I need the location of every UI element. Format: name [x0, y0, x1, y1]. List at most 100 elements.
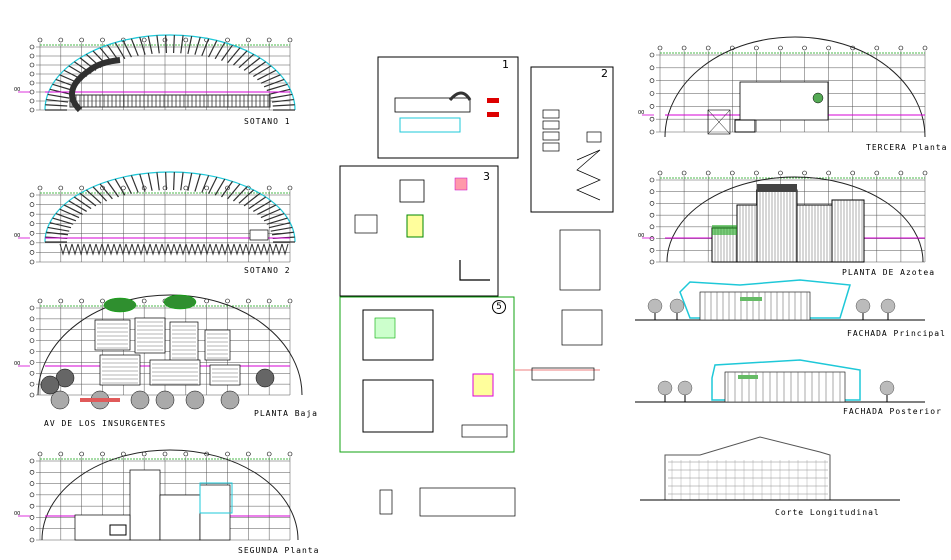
- void-outline: [199, 482, 233, 514]
- detail-box: [542, 109, 560, 119]
- room: [249, 229, 269, 241]
- tree: [880, 298, 896, 314]
- parking-stall: [165, 172, 168, 191]
- parking-stall: [59, 208, 80, 219]
- grid-bubble: [204, 185, 209, 191]
- detail-box: [354, 214, 378, 234]
- grid-bubble: [225, 451, 230, 457]
- grid-bubble: [649, 177, 655, 183]
- grid-bubble: [29, 469, 35, 475]
- grid-bubble: [29, 526, 35, 532]
- grid-bubble: [874, 45, 880, 51]
- parking-stall: [232, 186, 248, 202]
- parking-zigzag: [143, 243, 151, 256]
- parking-stall: [272, 104, 295, 107]
- parking-stall: [187, 36, 193, 54]
- grid-bubble: [29, 316, 35, 322]
- room-block: [74, 514, 131, 541]
- parking-stall: [122, 176, 132, 195]
- detail-number-2: 2: [601, 67, 608, 80]
- parking-stall: [73, 196, 92, 210]
- stair-detail: [576, 149, 601, 201]
- plan-sotano-2: 00: [14, 171, 296, 265]
- parking-stall: [130, 38, 139, 57]
- parking-stall: [147, 36, 153, 54]
- red-tag: [487, 112, 499, 117]
- label-sotano-1: SOTANO 1: [244, 117, 291, 126]
- grid-bubble: [29, 392, 35, 398]
- parking-stall: [85, 189, 102, 204]
- plan-sotano-1: 00: [14, 34, 296, 113]
- tree: [185, 390, 205, 410]
- tree: [50, 390, 70, 410]
- parking-stall: [180, 172, 184, 191]
- parking-zigzag: [251, 243, 259, 256]
- parking-stall: [172, 35, 175, 54]
- parking-stall: [248, 196, 267, 210]
- detail-sheet-5: [339, 296, 515, 453]
- parking-zigzag: [209, 243, 217, 256]
- grid-bubble: [29, 360, 35, 365]
- parking-stall: [139, 37, 146, 55]
- parking-stall: [46, 231, 69, 236]
- parking-zigzag: [59, 243, 67, 256]
- parking-stall: [253, 65, 272, 78]
- planter-green: [103, 297, 137, 313]
- grid-bubble: [37, 37, 43, 43]
- section-detail: [459, 260, 490, 281]
- canopy-outline: [711, 359, 861, 401]
- parking-stall: [257, 69, 277, 81]
- grid-bubble: [681, 170, 687, 176]
- grid-bubble: [287, 185, 293, 191]
- parking-stall: [227, 47, 241, 64]
- grid-bubble: [29, 381, 35, 387]
- parking-zigzag: [239, 243, 247, 256]
- section-detail: [531, 367, 595, 381]
- grid-bubble: [100, 451, 105, 457]
- grid-bubble: [898, 45, 904, 51]
- grid-bubble: [121, 185, 126, 191]
- grid-bubble: [649, 129, 655, 135]
- parking-stall: [214, 178, 226, 196]
- parking-stall: [165, 35, 168, 54]
- grid-bubble: [29, 71, 35, 77]
- grid-bubble: [266, 298, 272, 304]
- grid-bubble: [183, 185, 189, 191]
- parking-zigzag: [113, 243, 121, 256]
- grid-bubble: [58, 298, 64, 304]
- grid-bubble: [29, 62, 35, 68]
- grid-bubble: [705, 170, 711, 176]
- detail-sheet-2: [530, 66, 614, 213]
- tree: [155, 390, 175, 410]
- parking-zigzag: [89, 243, 97, 256]
- parking-stall: [201, 175, 210, 193]
- grid-bubble: [649, 201, 655, 206]
- tree: [130, 390, 150, 410]
- parking-stall: [147, 172, 153, 191]
- grid-bubble: [79, 298, 84, 304]
- yellow-detail: [472, 373, 494, 397]
- level-marker: 00: [14, 511, 20, 517]
- parking-stall: [214, 42, 226, 60]
- parking-stall: [45, 104, 68, 107]
- room-block: [99, 354, 141, 386]
- grid-bubble: [246, 298, 251, 304]
- building-volume: [831, 199, 865, 263]
- sign-green: [738, 375, 758, 379]
- parking-stall: [221, 44, 233, 61]
- parking-stall: [201, 38, 210, 57]
- sheet-frame: [377, 56, 519, 159]
- grid-bubble: [29, 305, 35, 311]
- curve-detail: [448, 91, 472, 102]
- grid-bubble: [287, 451, 293, 457]
- label-fachada-posterior: FACHADA Posterior: [843, 407, 942, 416]
- grid-bubble: [29, 515, 35, 520]
- parking-zigzag: [83, 243, 91, 256]
- parking-stall: [130, 175, 139, 193]
- grid-bubble: [141, 298, 147, 304]
- grid-bubble: [29, 503, 35, 509]
- plan-detail: [362, 379, 434, 433]
- detail-box: [379, 489, 393, 515]
- grid-bubble: [29, 250, 35, 255]
